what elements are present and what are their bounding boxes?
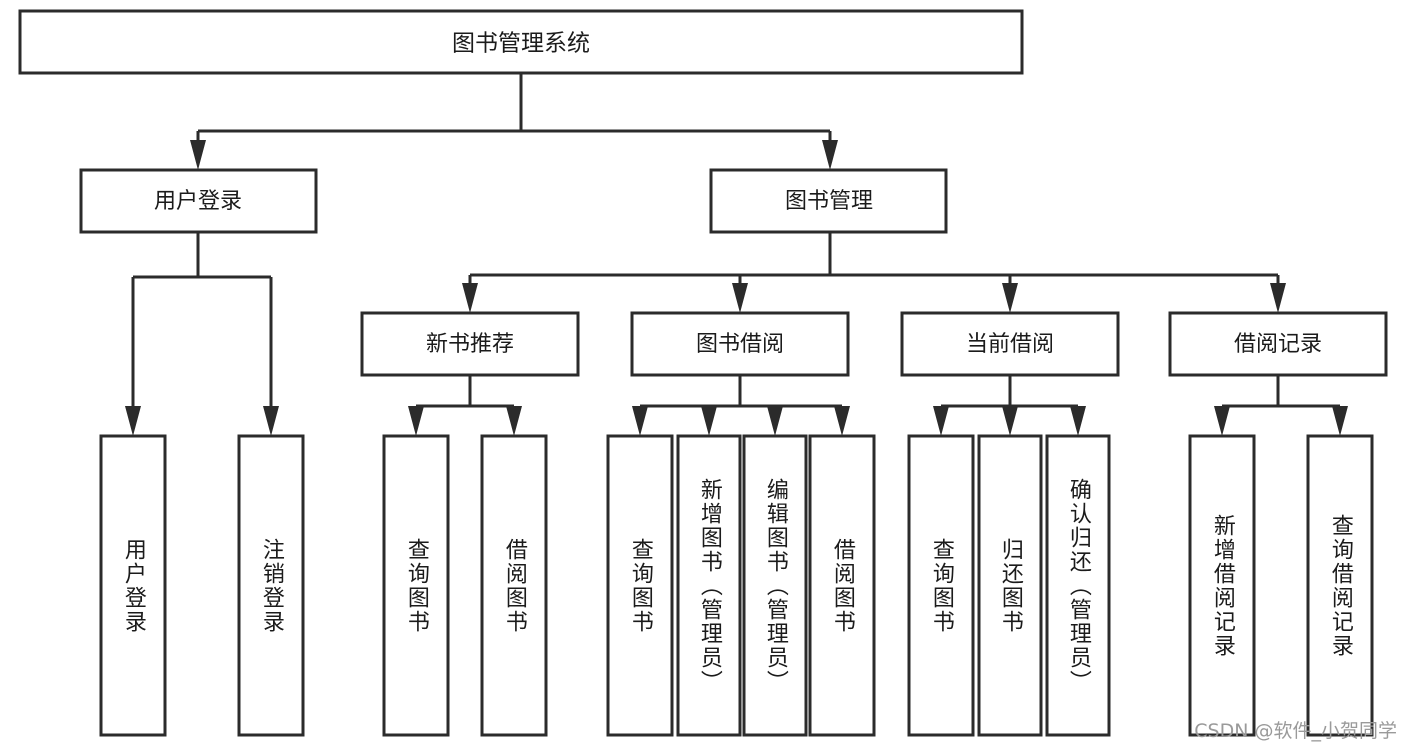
leaf-box-br-add[interactable]: [1188, 434, 1256, 737]
arrow-br-leaf-2: [1332, 406, 1348, 436]
node-book-borrow-box[interactable]: [630, 311, 850, 377]
node-book-manage[interactable]: 图书管理: [709, 168, 948, 234]
node-new-book-label: 新书推荐: [426, 332, 514, 357]
node-book-borrow[interactable]: 图书借阅: [630, 311, 850, 377]
arrow-br-leaf-1: [1214, 406, 1230, 436]
leaf-box-cb-confirm[interactable]: [1045, 434, 1111, 737]
leaf-box-bb-borrow[interactable]: [808, 434, 876, 737]
arrow-cb-leaf-2: [1002, 406, 1018, 436]
connector-group-current-borrow: [933, 375, 1086, 436]
arrow-cb-leaf-3: [1070, 406, 1086, 436]
node-current-borrow-box[interactable]: [900, 311, 1120, 377]
leaf-box-bb-edit[interactable]: [742, 434, 808, 737]
watermark-label: CSDN @软件_小贺同学: [1194, 720, 1397, 742]
arrow-nb-leaf-2: [506, 406, 522, 436]
node-book-manage-box[interactable]: [709, 168, 948, 234]
arrow-to-book-manage: [822, 140, 838, 170]
connector-group-book-borrow: [632, 375, 850, 436]
node-user-login-box[interactable]: [79, 168, 318, 234]
arrow-bb-leaf-1: [632, 406, 648, 436]
leaf-box-cb-query[interactable]: [907, 434, 975, 737]
connector-group-user-login: [125, 232, 279, 436]
leaf-box-nb-query[interactable]: [382, 434, 450, 737]
node-borrow-record[interactable]: 借阅记录: [1168, 311, 1388, 377]
leaf-box-user-login[interactable]: [99, 434, 167, 737]
node-current-borrow[interactable]: 当前借阅: [900, 311, 1120, 377]
leaf-box-logout[interactable]: [237, 434, 305, 737]
node-book-manage-label: 图书管理: [785, 189, 873, 214]
arrow-to-borrow-record: [1270, 283, 1286, 313]
arrow-to-leaf-user-login: [125, 406, 141, 436]
leaf-box-cb-return[interactable]: [977, 434, 1043, 737]
arrow-bb-leaf-3: [767, 406, 783, 436]
node-root[interactable]: 图书管理系统: [18, 9, 1024, 75]
node-root-box[interactable]: [18, 9, 1024, 75]
arrow-to-user-login: [190, 140, 206, 170]
node-new-book[interactable]: 新书推荐: [360, 311, 580, 377]
arrow-to-new-book: [462, 283, 478, 313]
node-borrow-record-label: 借阅记录: [1234, 332, 1322, 357]
node-user-login[interactable]: 用户登录: [79, 168, 318, 234]
node-current-borrow-label: 当前借阅: [966, 332, 1054, 357]
arrow-to-book-borrow: [732, 283, 748, 313]
leaf-box-br-query[interactable]: [1306, 434, 1374, 737]
arrow-bb-leaf-4: [834, 406, 850, 436]
arrow-to-current-borrow: [1002, 283, 1018, 313]
node-root-label: 图书管理系统: [452, 31, 590, 57]
arrow-to-leaf-logout: [263, 406, 279, 436]
node-book-borrow-label: 图书借阅: [696, 332, 784, 357]
connector-group-new-book: [408, 375, 522, 436]
leaf-box-bb-query[interactable]: [606, 434, 674, 737]
node-borrow-record-box[interactable]: [1168, 311, 1388, 377]
arrow-bb-leaf-2: [701, 406, 717, 436]
connector-group-borrow-record: [1214, 375, 1348, 436]
connector-group-root: [190, 74, 838, 170]
arrow-nb-leaf-1: [408, 406, 424, 436]
node-new-book-box[interactable]: [360, 311, 580, 377]
leaf-box-bb-add[interactable]: [676, 434, 742, 737]
connector-group-book-manage: [462, 232, 1286, 313]
arrow-cb-leaf-1: [933, 406, 949, 436]
leaf-box-nb-borrow[interactable]: [480, 434, 548, 737]
node-user-login-label: 用户登录: [154, 189, 242, 214]
